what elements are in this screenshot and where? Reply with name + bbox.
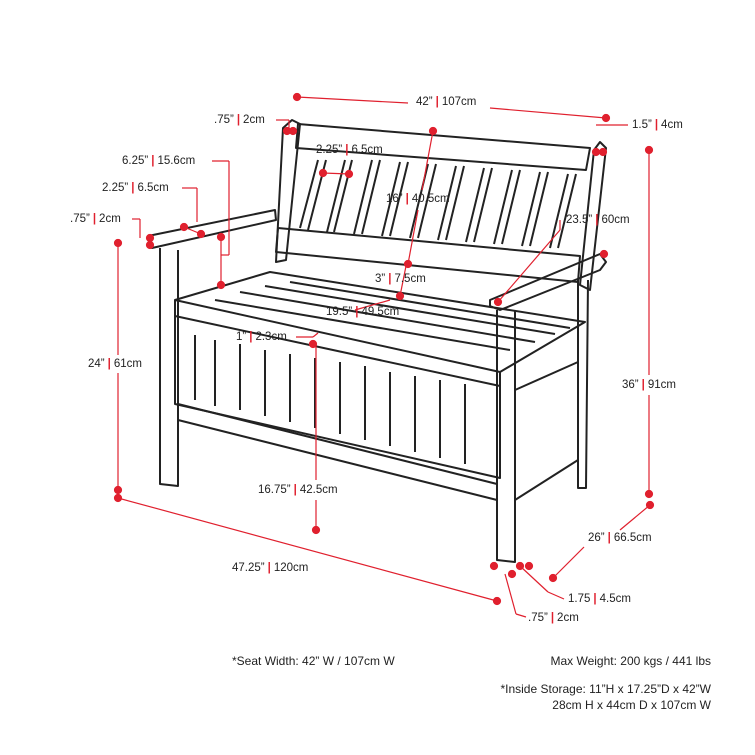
dim-back-post-width: 1.5”|4cm <box>632 119 683 131</box>
dim-cm: 4.5cm <box>599 593 631 605</box>
dim-back-post-thickness: .75”|2cm <box>214 114 265 126</box>
dim-inches: 24” <box>88 358 105 370</box>
dim-inches: .75” <box>528 612 548 624</box>
dim-inches: 1.5” <box>632 119 652 131</box>
seat-width-note: *Seat Width: 42” W / 107cm W <box>232 654 395 668</box>
dim-inches: 26” <box>588 532 605 544</box>
dim-inches: .75” <box>214 114 234 126</box>
dim-arm-thickness: .75”|2cm <box>70 213 121 225</box>
dim-seat-depth: 19.5”|49.5cm <box>326 306 400 318</box>
inside-storage-inches: *Inside Storage: 11”H x 17.25”D x 42”W <box>500 682 711 696</box>
dim-inches: 1.75 <box>568 593 591 605</box>
dimension-lines <box>113 92 655 618</box>
dim-cm: 107cm <box>441 96 477 108</box>
dim-cm: 42.5cm <box>299 484 338 496</box>
dim-arm-height: 24”|61cm <box>88 358 142 370</box>
dim-overall-back-width: 42”|107cm <box>416 96 477 108</box>
dim-cm: 4cm <box>661 119 683 131</box>
dim-cm: 6.5cm <box>351 144 383 156</box>
dim-back-gap: 3”|7.5cm <box>375 273 426 285</box>
dim-cm: 49.5cm <box>361 306 400 318</box>
dim-overall-depth: 26”|66.5cm <box>588 532 652 544</box>
dim-inches: 19.5” <box>326 306 353 318</box>
dim-inches: 2.25” <box>102 182 129 194</box>
dim-cm: 2cm <box>99 213 121 225</box>
dim-cm: 40.5cm <box>411 193 450 205</box>
dim-back-height: 16”|40.5cm <box>386 193 450 205</box>
dim-cm: 61cm <box>113 358 142 370</box>
dim-inches: 23.5” <box>566 214 593 226</box>
dim-cm: 120cm <box>273 562 309 574</box>
dim-seat-thickness: 1”|2.3cm <box>236 331 287 343</box>
dim-cm: 2cm <box>243 114 265 126</box>
dim-cm: 60cm <box>601 214 630 226</box>
dim-cm: 15.6cm <box>157 155 196 167</box>
dim-inches: 2.25” <box>316 144 343 156</box>
dim-leg-thickness: .75”|2cm <box>528 612 579 624</box>
dim-inches: 3” <box>375 273 386 285</box>
dim-inches: 16” <box>386 193 403 205</box>
dim-overall-width: 47.25”|120cm <box>232 562 309 574</box>
bench-outline <box>147 119 607 563</box>
dim-cm: 91cm <box>647 379 676 391</box>
dim-inches: .75” <box>70 213 90 225</box>
dim-cm: 2cm <box>557 612 579 624</box>
dim-arm-height-above-seat: 6.25”|15.6cm <box>122 155 196 167</box>
dim-arm-width: 2.25”|6.5cm <box>102 182 169 194</box>
dim-overall-height: 36”|91cm <box>622 379 676 391</box>
dim-arm-length: 23.5”|60cm <box>566 214 630 226</box>
dim-inches: 36” <box>622 379 639 391</box>
max-weight-note: Max Weight: 200 kgs / 441 lbs <box>550 654 711 668</box>
dim-cm: 7.5cm <box>394 273 426 285</box>
inside-storage-cm: 28cm H x 44cm D x 107cm W <box>552 698 711 712</box>
dim-inches: 47.25” <box>232 562 265 574</box>
dim-cm: 2.3cm <box>255 331 287 343</box>
dim-leg-width: 1.75|4.5cm <box>568 593 631 605</box>
dim-inches: 42” <box>416 96 433 108</box>
dim-inches: 16.75” <box>258 484 291 496</box>
dim-cm: 6.5cm <box>137 182 169 194</box>
dim-cm: 66.5cm <box>613 532 652 544</box>
dim-seat-height: 16.75”|42.5cm <box>258 484 338 496</box>
dim-back-slat-width: 2.25”|6.5cm <box>316 144 383 156</box>
dim-inches: 1” <box>236 331 247 343</box>
dim-inches: 6.25” <box>122 155 149 167</box>
